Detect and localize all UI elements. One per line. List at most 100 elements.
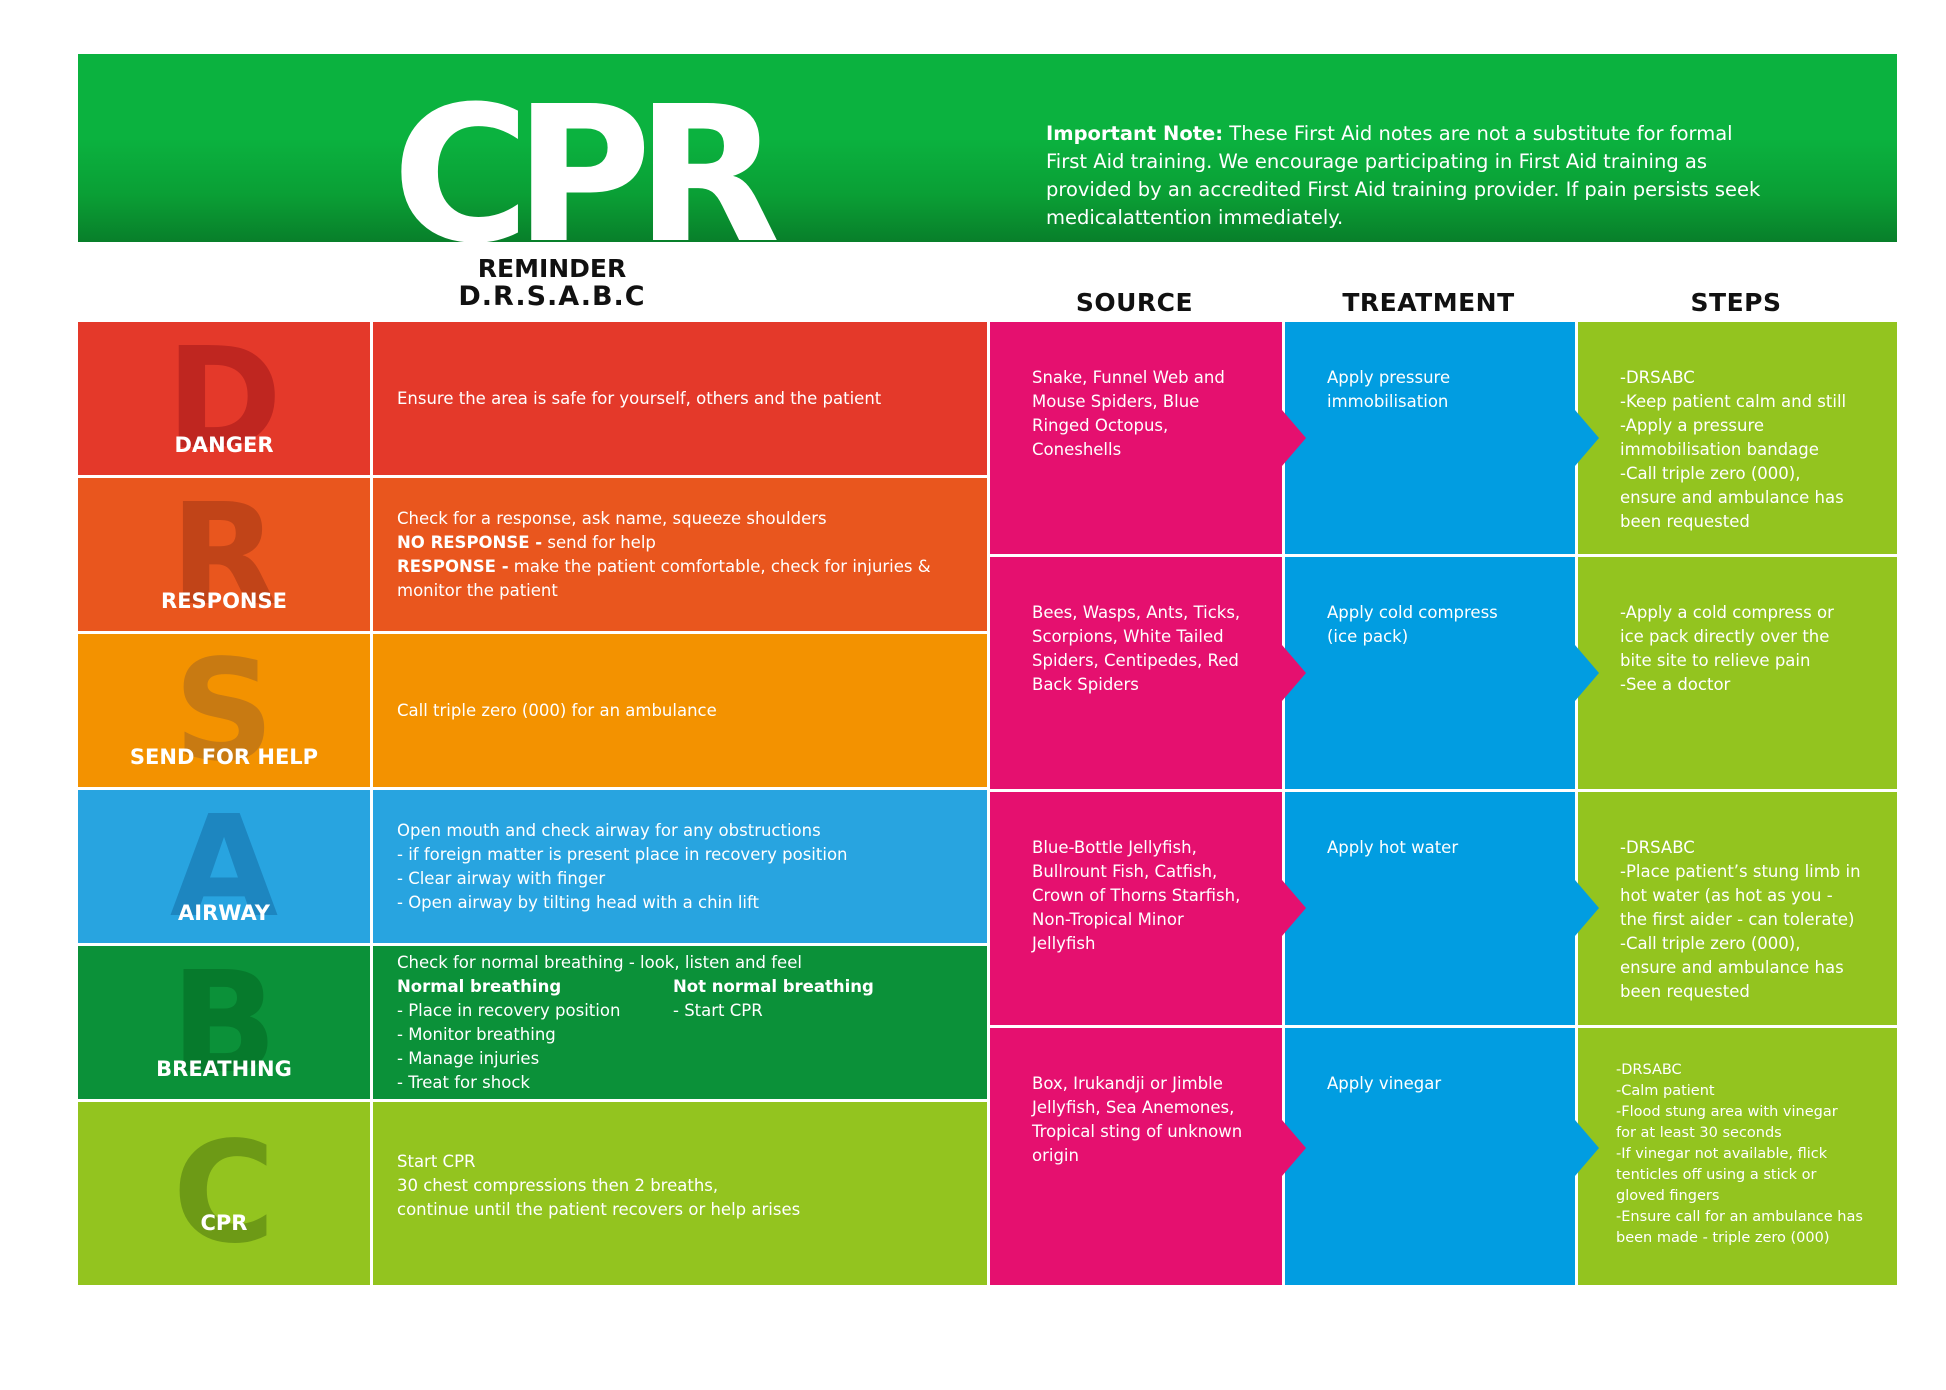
text-line: Apply cold compress bbox=[1327, 603, 1498, 622]
text-line: -Apply a cold compress or bbox=[1620, 603, 1834, 622]
text-line: the first aider - can tolerate) bbox=[1620, 910, 1855, 929]
treatment-text: Apply cold compress (ice pack) bbox=[1327, 601, 1557, 649]
instruction-line: Ensure the area is safe for yourself, ot… bbox=[397, 388, 882, 408]
drsabc-letter-cell-response: R RESPONSE bbox=[78, 478, 373, 634]
treatment-text: Apply pressure immobilisation bbox=[1327, 366, 1557, 414]
source-column-header: SOURCE bbox=[1075, 288, 1194, 317]
drsabc-text-cell-send-for-help: Call triple zero (000) for an ambulance bbox=[373, 634, 987, 790]
drsabc-label: BREATHING bbox=[156, 1057, 292, 1081]
text-line: -Flood stung area with vinegar bbox=[1616, 1104, 1838, 1120]
instruction-line: - Clear airway with finger bbox=[397, 868, 606, 888]
breathing-columns: Normal breathing - Place in recovery pos… bbox=[397, 975, 963, 1095]
drsabc-text-cell-breathing: Check for normal breathing - look, liste… bbox=[373, 946, 987, 1102]
drsabc-letter-cell-send-for-help: S SEND FOR HELP bbox=[78, 634, 373, 790]
instruction-line: - Start CPR bbox=[673, 1000, 763, 1020]
steps-cell: -DRSABC -Calm patient -Flood stung area … bbox=[1575, 1028, 1897, 1288]
instruction-line: continue until the patient recovers or h… bbox=[397, 1200, 801, 1219]
treatment-cell: Apply hot water bbox=[1282, 792, 1599, 1028]
steps-text: -DRSABC -Keep patient calm and still -Ap… bbox=[1620, 366, 1879, 534]
source-cell: Box, Irukandji or Jimble Jellyfish, Sea … bbox=[987, 1028, 1306, 1288]
reminder-heading: REMINDER D.R.S.A.B.C bbox=[372, 255, 732, 311]
steps-text: -DRSABC -Place patient’s stung limb in h… bbox=[1620, 836, 1879, 1004]
drsabc-instructions: Open mouth and check airway for any obst… bbox=[397, 790, 963, 943]
text-line: -DRSABC bbox=[1616, 1062, 1682, 1078]
source-cell: Blue-Bottle Jellyfish, Bullrount Fish, C… bbox=[987, 792, 1306, 1028]
instruction-line: - Place in recovery position bbox=[397, 1000, 621, 1020]
text-line: Apply vinegar bbox=[1327, 1074, 1442, 1093]
text-line: -Keep patient calm and still bbox=[1620, 392, 1847, 411]
drsabc-text-cell-danger: Ensure the area is safe for yourself, ot… bbox=[373, 322, 987, 478]
text-line: ice pack directly over the bbox=[1620, 627, 1830, 646]
text-line: Back Spiders bbox=[1032, 675, 1139, 694]
source-text: Snake, Funnel Web and Mouse Spiders, Blu… bbox=[1032, 366, 1264, 462]
reminder-line2: D.R.S.A.B.C bbox=[458, 281, 646, 312]
arrow-right-icon bbox=[1575, 645, 1599, 701]
instruction-line: 30 chest compressions then 2 breaths, bbox=[397, 1176, 719, 1195]
drsabc-instructions: Start CPR 30 chest compressions then 2 b… bbox=[397, 1102, 963, 1285]
drsabc-big-letter: D bbox=[165, 322, 283, 478]
text-line: -Call triple zero (000), bbox=[1620, 464, 1801, 483]
instruction-line: Start CPR bbox=[397, 1152, 476, 1171]
drsabc-label: DANGER bbox=[174, 433, 274, 457]
arrow-right-icon bbox=[1282, 1120, 1306, 1176]
instruction-line: - Manage injuries bbox=[397, 1048, 540, 1068]
drsabc-big-letter: R bbox=[170, 478, 278, 634]
drsabc-label: SEND FOR HELP bbox=[129, 745, 319, 769]
drsabc-text-cell-response: Check for a response, ask name, squeeze … bbox=[373, 478, 987, 634]
source-cell: Bees, Wasps, Ants, Ticks, Scorpions, Whi… bbox=[987, 557, 1306, 792]
drsabc-instructions: Ensure the area is safe for yourself, ot… bbox=[397, 322, 963, 475]
normal-breathing-label: Normal breathing bbox=[397, 976, 562, 996]
source-text: Box, Irukandji or Jimble Jellyfish, Sea … bbox=[1032, 1072, 1264, 1168]
instruction-line: Open mouth and check airway for any obst… bbox=[397, 820, 821, 840]
source-text: Blue-Bottle Jellyfish, Bullrount Fish, C… bbox=[1032, 836, 1264, 956]
text-line: bite site to relieve pain bbox=[1620, 651, 1811, 670]
response-text: make the patient comfortable, check for … bbox=[397, 556, 931, 600]
source-text: Bees, Wasps, Ants, Ticks, Scorpions, Whi… bbox=[1032, 601, 1264, 697]
steps-text: -DRSABC -Calm patient -Flood stung area … bbox=[1616, 1060, 1879, 1249]
text-line: Apply pressure bbox=[1327, 368, 1451, 387]
text-line: been requested bbox=[1620, 982, 1750, 1001]
treatment-text: Apply hot water bbox=[1327, 836, 1557, 860]
drsabc-big-letter: B bbox=[170, 946, 278, 1102]
text-line: Snake, Funnel Web and bbox=[1032, 368, 1225, 387]
text-line: -Place patient’s stung limb in bbox=[1620, 862, 1861, 881]
header-band bbox=[78, 54, 1897, 242]
not-normal-breathing-column: Not normal breathing - Start CPR bbox=[673, 975, 949, 1095]
drsabc-big-letter: A bbox=[169, 790, 279, 946]
text-line: Jellyfish, Sea Anemones, bbox=[1032, 1098, 1235, 1117]
text-line: gloved fingers bbox=[1616, 1188, 1720, 1204]
steps-column-header: STEPS bbox=[1690, 288, 1782, 317]
text-line: -DRSABC bbox=[1620, 838, 1695, 857]
drsabc-instructions: Call triple zero (000) for an ambulance bbox=[397, 634, 963, 787]
text-line: Ringed Octopus, bbox=[1032, 416, 1169, 435]
page-title: CPR bbox=[392, 66, 781, 285]
arrow-right-icon bbox=[1575, 410, 1599, 466]
reminder-line1: REMINDER bbox=[477, 254, 627, 283]
drsabc-letter-cell-danger: D DANGER bbox=[78, 322, 373, 478]
drsabc-label: CPR bbox=[200, 1211, 248, 1235]
instruction-line: - Treat for shock bbox=[397, 1072, 530, 1092]
text-line: ensure and ambulance has bbox=[1620, 488, 1844, 507]
text-line: Apply hot water bbox=[1327, 838, 1459, 857]
instruction-line: NO RESPONSE - send for help bbox=[397, 531, 963, 555]
text-line: Bees, Wasps, Ants, Ticks, bbox=[1032, 603, 1241, 622]
instruction-line: - Open airway by tilting head with a chi… bbox=[397, 892, 759, 912]
drsabc-instructions: Check for normal breathing - look, liste… bbox=[397, 946, 963, 1099]
treatment-text: Apply vinegar bbox=[1327, 1072, 1557, 1096]
steps-cell: -DRSABC -Place patient’s stung limb in h… bbox=[1575, 792, 1897, 1028]
source-cell: Snake, Funnel Web and Mouse Spiders, Blu… bbox=[987, 322, 1306, 557]
text-line: Jellyfish bbox=[1032, 934, 1096, 953]
text-line: -Call triple zero (000), bbox=[1620, 934, 1801, 953]
no-response-text: send for help bbox=[542, 532, 656, 552]
text-line: Coneshells bbox=[1032, 440, 1122, 459]
arrow-right-icon bbox=[1575, 880, 1599, 936]
instruction-line: Check for a response, ask name, squeeze … bbox=[397, 508, 827, 528]
treatment-cell: Apply pressure immobilisation bbox=[1282, 322, 1599, 557]
instruction-line: RESPONSE - make the patient comfortable,… bbox=[397, 555, 963, 603]
drsabc-label: AIRWAY bbox=[178, 901, 270, 925]
arrow-right-icon bbox=[1282, 880, 1306, 936]
no-response-label: NO RESPONSE - bbox=[397, 532, 543, 552]
steps-cell: -DRSABC -Keep patient calm and still -Ap… bbox=[1575, 322, 1897, 557]
text-line: -Apply a pressure bbox=[1620, 416, 1765, 435]
text-line: Box, Irukandji or Jimble bbox=[1032, 1074, 1223, 1093]
